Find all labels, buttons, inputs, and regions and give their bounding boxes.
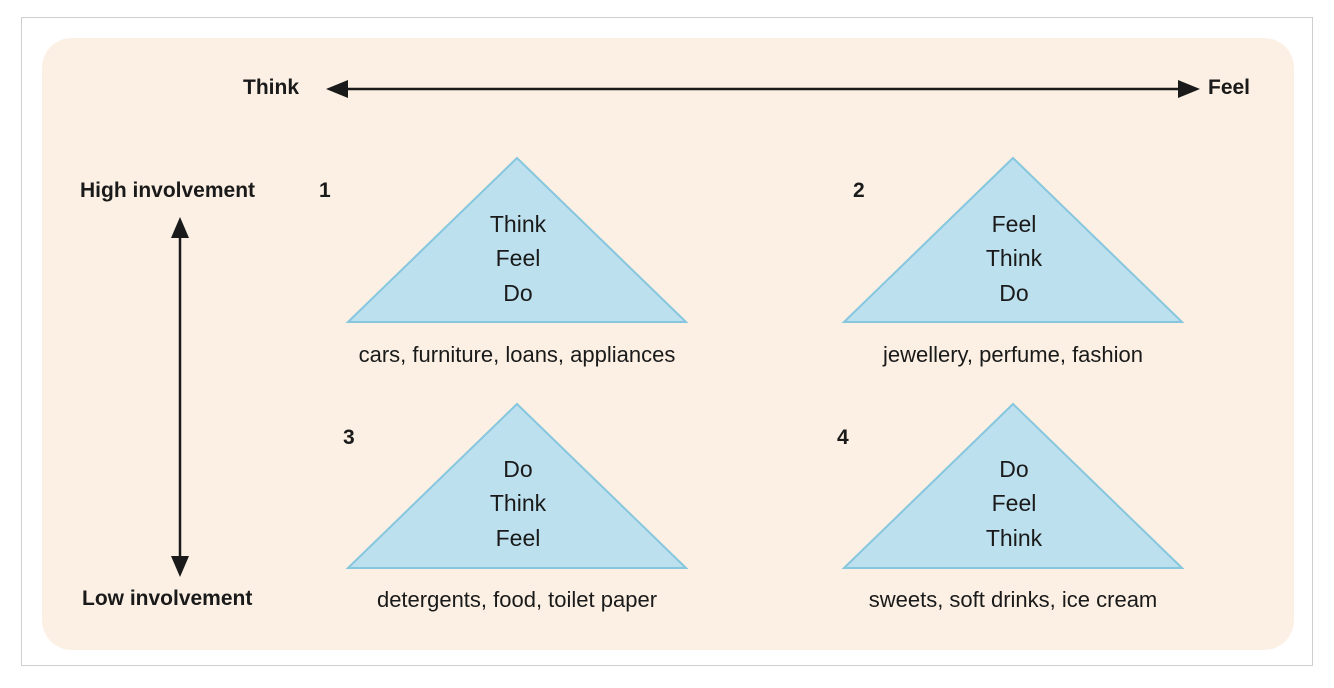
think-arrowhead	[326, 80, 348, 98]
quadrant-4-step-1: Do	[999, 456, 1029, 482]
quadrant-4-step-3: Think	[985, 525, 1043, 551]
quadrant-2-caption: jewellery, perfume, fashion	[882, 342, 1144, 367]
quadrant-3-triangle	[345, 402, 689, 569]
quadrant-1-caption: cars, furniture, loans, appliances	[358, 342, 676, 367]
quadrant-1-step-3: Do	[503, 280, 533, 306]
quadrant-4-number: 4	[837, 426, 849, 449]
feel-arrowhead	[1178, 80, 1200, 98]
quadrant-4-step-2: Feel	[991, 490, 1037, 516]
low-involvement-arrowhead	[171, 556, 189, 577]
quadrant-3-number: 3	[343, 426, 355, 449]
quadrant-2-step-3: Do	[999, 280, 1029, 306]
quadrant-2-step-2: Think	[985, 245, 1043, 271]
quadrant-1-step-1: Think	[489, 211, 547, 237]
quadrant-1-triangle	[345, 156, 689, 323]
quadrant-2-number: 2	[853, 179, 865, 202]
high-involvement-arrowhead	[171, 217, 189, 238]
quadrant-3-step-2: Think	[489, 490, 547, 516]
quadrant-3-step-3: Feel	[495, 525, 541, 551]
quadrant-3-caption: detergents, food, toilet paper	[376, 587, 658, 612]
quadrant-4-triangle	[841, 402, 1185, 569]
quadrant-2-triangle	[841, 156, 1185, 323]
low-involvement-label: Low involvement	[82, 587, 253, 610]
quadrant-2-step-1: Feel	[991, 211, 1037, 237]
feel-axis-label: Feel	[1208, 76, 1251, 99]
quadrant-4-caption: sweets, soft drinks, ice cream	[868, 587, 1158, 612]
quadrant-1-step-2: Feel	[495, 245, 541, 271]
quadrant-3-step-1: Do	[503, 456, 533, 482]
high-involvement-label: High involvement	[80, 179, 256, 202]
think-axis-label: Think	[243, 76, 299, 99]
quadrant-1-number: 1	[319, 179, 331, 202]
